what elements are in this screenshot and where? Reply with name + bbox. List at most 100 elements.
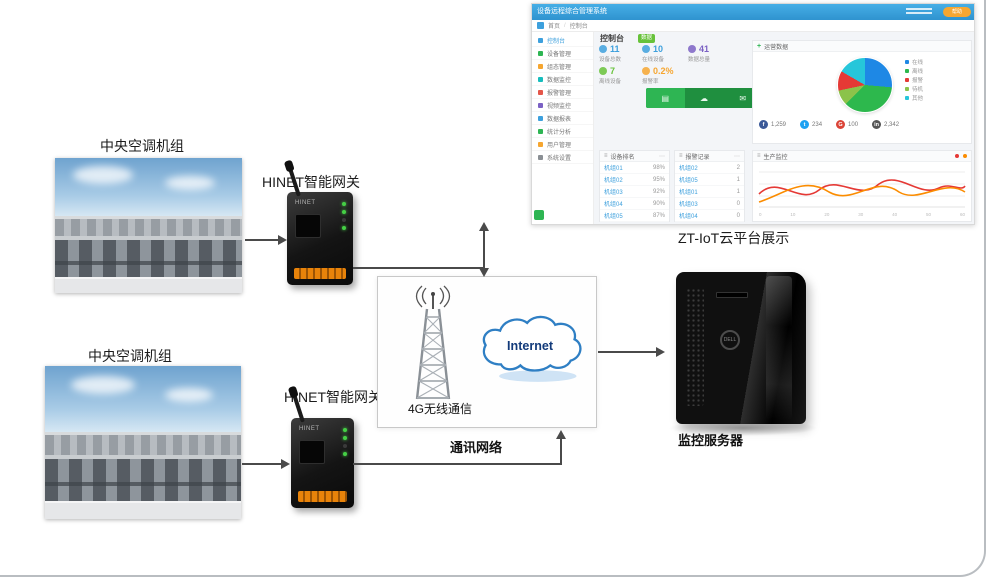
server-brand-badge: DELL <box>720 330 740 350</box>
dashboard-body: 控制台 设备管理 组态管理 数据监控 报警管理 视频监控 数据报表 统计分析 用… <box>532 32 974 224</box>
gateway-terminal-block <box>298 491 347 502</box>
led-icon <box>342 202 346 206</box>
led-indicators <box>342 202 346 230</box>
cloud-shape <box>165 176 215 190</box>
gateway-caption-1: HINET智能网关 <box>262 174 360 190</box>
stat-data-volume: 41 数据总量 <box>688 44 711 63</box>
stat-icon <box>688 45 696 53</box>
server-caption: 监控服务器 <box>678 433 744 448</box>
chart-x-axis: 0 10 20 30 40 50 60 <box>759 212 965 217</box>
sidebar-item-stats: 统计分析 <box>532 125 593 138</box>
list-icon: ≡ <box>757 153 761 159</box>
cloud-platform-screenshot: 设备远程综合管理系统 帮助 首页 / 控制台 控制台 设备管理 组态管理 数据监… <box>531 3 975 225</box>
console-title: 控制台 <box>600 34 624 43</box>
gateway-front-panel <box>299 440 325 464</box>
led-indicators <box>343 428 347 456</box>
pie-legend: 在线 离线 报警 待机 其他 <box>905 57 923 102</box>
rooftop-pipe <box>55 260 242 265</box>
ac-units-caption-2: 中央空调机组 <box>88 348 172 364</box>
chat-widget-icon <box>534 210 544 220</box>
legend-item: 其他 <box>905 93 923 102</box>
legend-swatch <box>905 95 909 100</box>
production-chart-card: ≡ 生产监控 0 10 20 30 40 <box>752 150 972 222</box>
sidebar-item-console: 控制台 <box>532 34 593 47</box>
gateway-device-1: HINET <box>287 168 353 285</box>
stat-online-devices: 10 在线设备 <box>642 44 665 63</box>
arrow-photo2-gateway2 <box>242 463 282 465</box>
photo-ac-units-2 <box>45 366 241 519</box>
server-side-panel <box>766 276 792 420</box>
rooftop-wall <box>55 276 242 293</box>
sidebar-item-users: 用户管理 <box>532 138 593 151</box>
titlebar-user-text <box>906 8 932 16</box>
cloud-shape <box>165 388 213 402</box>
server-vents <box>686 288 704 406</box>
sidebar-item-video: 视频监控 <box>532 99 593 112</box>
arrow-network-server <box>598 351 658 353</box>
linkedin-icon: in <box>872 120 882 129</box>
series-orange-swatch <box>963 154 967 158</box>
breadcrumb: 控制台 <box>569 24 588 30</box>
arrowhead-right <box>656 347 665 357</box>
plus-icon: + <box>757 42 762 50</box>
sidebar-item-scada: 组态管理 <box>532 60 593 73</box>
rooftop-pipe <box>45 482 241 487</box>
console-badge: 数据 <box>638 34 656 43</box>
dashboard-title: 设备远程综合管理系统 <box>537 8 607 15</box>
banner-doc-icon: ▤ <box>646 88 685 108</box>
dashboard-sidebar: 控制台 设备管理 组态管理 数据监控 报警管理 视频监控 数据报表 统计分析 用… <box>532 32 594 224</box>
gateway-caption-2: HINET智能网关 <box>284 389 382 405</box>
network-caption: 通讯网络 <box>450 440 503 455</box>
led-icon <box>343 444 347 448</box>
more-icon: ⋯ <box>734 153 740 160</box>
facebook-icon: f <box>759 120 768 129</box>
menu-icon <box>538 141 543 147</box>
stat-icon <box>642 45 650 53</box>
gateway-brand-label: HINET <box>299 426 320 432</box>
menu-icon <box>538 154 543 160</box>
menu-icon <box>538 76 543 82</box>
menu-icon <box>538 63 543 69</box>
gateway-front-panel <box>295 214 321 238</box>
cloud-shape <box>73 166 133 184</box>
server-drive-slot <box>716 292 748 298</box>
dashboard-main: 控制台 数据 11 设备总数 10 在线设备 41 数据总量 7 离线设备 0.… <box>594 32 974 224</box>
menu-icon <box>538 128 543 134</box>
google-icon: G <box>836 120 846 129</box>
sidebar-item-reports: 数据报表 <box>532 112 593 125</box>
overview-title: 运营数据 <box>764 44 789 51</box>
led-icon <box>343 452 347 456</box>
banner-cloud-icon: ☁ <box>700 93 708 103</box>
dashboard-titlebar: 设备远程综合管理系统 帮助 <box>532 4 974 20</box>
led-icon <box>343 436 347 440</box>
stat-icon <box>599 67 607 75</box>
legend-swatch <box>905 68 909 73</box>
sidebar-item-data-monitor: 数据监控 <box>532 73 593 86</box>
list-icon: ≡ <box>679 153 683 159</box>
arrow-gateway1-network <box>353 267 484 269</box>
banner-mail-icon: ✉ <box>739 93 747 103</box>
led-icon <box>343 428 347 432</box>
ac-units-caption-1: 中央空调机组 <box>100 138 184 154</box>
cloud-shadow <box>499 370 577 382</box>
wireless-4g-label: 4G无线通信 <box>408 402 473 416</box>
gateway-device-2: HINET <box>291 394 354 508</box>
menu-icon <box>538 102 543 108</box>
line-chart <box>758 171 966 208</box>
list-icon: ≡ <box>604 153 608 159</box>
stat-total-devices: 11 设备总数 <box>599 44 622 63</box>
gateway-brand-label: HINET <box>295 200 316 206</box>
arrowhead-right <box>278 235 287 245</box>
twitter-icon: t <box>800 120 810 129</box>
ac-units-far-row <box>45 431 241 455</box>
menu-icon <box>538 50 543 56</box>
